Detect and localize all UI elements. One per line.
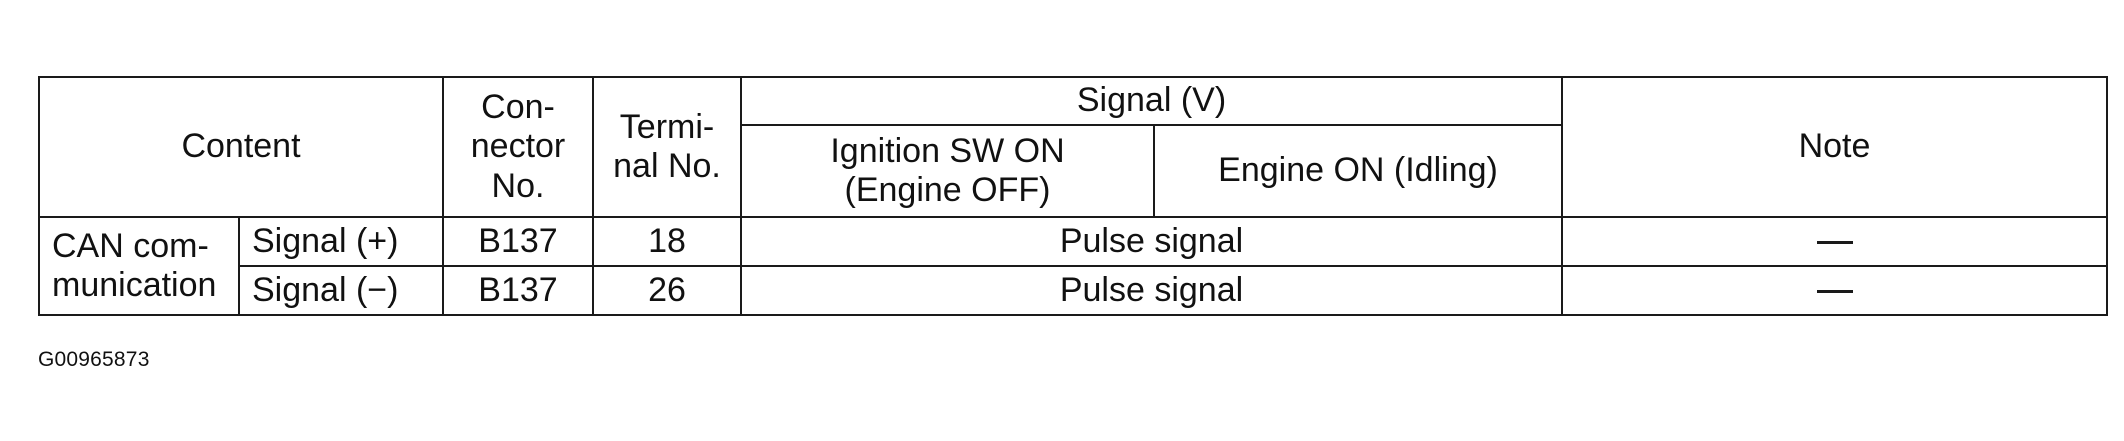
cell-signal: Pulse signal xyxy=(740,216,1563,267)
cell-note: — xyxy=(1561,265,2108,316)
cell-signal: Pulse signal xyxy=(740,265,1563,316)
header-engine-on: Engine ON (Idling) xyxy=(1153,124,1563,218)
table-row: CAN com- munication Signal (+) B137 18 P… xyxy=(38,216,2108,316)
dash-mark xyxy=(1816,290,1853,294)
cell-item: Signal (+) xyxy=(238,216,444,267)
figure-id: G00965873 xyxy=(38,348,150,371)
header-ignition-sw-on: Ignition SW ON (Engine OFF) xyxy=(740,124,1155,218)
can-signal-table-wrapper: Content Con- nector No. Termi- nal No. S… xyxy=(38,76,2108,316)
header-row-1: Content Con- nector No. Termi- nal No. S… xyxy=(38,76,2108,218)
cell-connector: B137 xyxy=(442,265,594,316)
header-note: Note xyxy=(1561,76,2108,218)
cell-note: — xyxy=(1561,216,2108,267)
can-signal-spec-table: Content Con- nector No. Termi- nal No. S… xyxy=(38,76,2108,316)
dash-mark xyxy=(1816,241,1853,245)
group-label-can-communication: CAN com- munication xyxy=(38,216,240,316)
header-row-2: Ignition SW ON (Engine OFF) Engine ON (I… xyxy=(39,124,2107,218)
header-content: Content xyxy=(38,76,444,218)
cell-item: Signal (−) xyxy=(238,265,444,316)
table-row: Signal (−) B137 26 Pulse signal — xyxy=(39,265,2108,316)
header-signal: Signal (V) xyxy=(740,76,1563,126)
cell-terminal: 18 xyxy=(592,216,742,267)
cell-connector: B137 xyxy=(442,216,594,267)
header-terminal-no: Termi- nal No. xyxy=(592,76,742,218)
header-connector-no: Con- nector No. xyxy=(442,76,594,218)
cell-terminal: 26 xyxy=(592,265,742,316)
